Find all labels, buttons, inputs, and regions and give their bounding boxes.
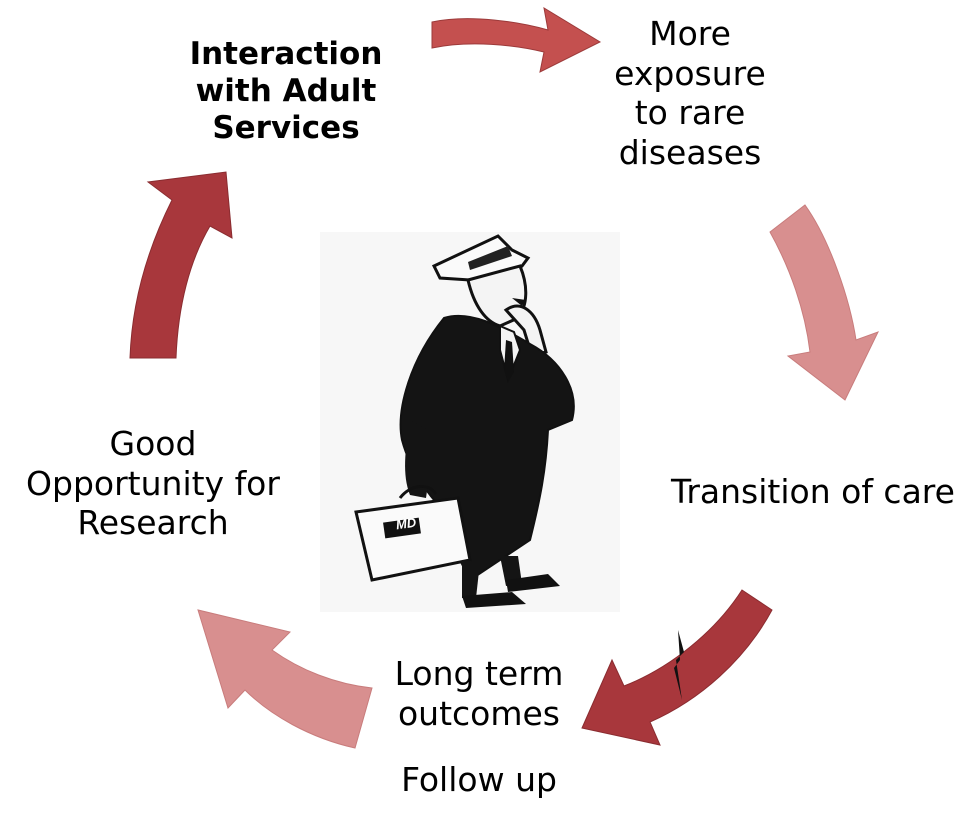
- node-research-line-2: Opportunity for: [26, 463, 280, 503]
- node-transition-line-1: Transition of care: [671, 472, 955, 511]
- node-longterm-line-1: Long term: [394, 654, 564, 693]
- node-longterm: Long term outcomes: [376, 654, 582, 733]
- node-longterm-line-2: outcomes: [397, 693, 561, 733]
- node-research: Good Opportunity for Research: [4, 424, 302, 543]
- node-followup-line-1: Follow up: [401, 760, 557, 799]
- node-exposure-line-3: to rare: [634, 93, 746, 133]
- node-exposure: More exposure to rare diseases: [600, 14, 780, 172]
- node-research-line-3: Research: [77, 503, 229, 543]
- node-transition: Transition of care: [650, 472, 976, 512]
- arrow-interaction-to-exposure: [431, 6, 602, 73]
- node-interaction-line-2: with Adult: [195, 73, 377, 110]
- node-interaction: Interaction with Adult Services: [176, 36, 396, 148]
- node-followup: Follow up: [376, 760, 582, 800]
- node-interaction-line-1: Interaction: [189, 36, 383, 72]
- medical-bag-icon: [354, 496, 472, 582]
- node-research-line-1: Good: [109, 424, 197, 463]
- arrow-longterm-to-research: [197, 609, 373, 749]
- node-exposure-line-1: More: [649, 14, 731, 53]
- arrow-exposure-to-transition: [769, 204, 879, 401]
- node-exposure-line-4: diseases: [618, 132, 762, 172]
- bolt-mark: [674, 630, 684, 700]
- node-interaction-line-3: Services: [212, 110, 360, 147]
- arrow-research-to-interaction: [129, 171, 233, 359]
- node-exposure-line-2: exposure: [614, 53, 766, 93]
